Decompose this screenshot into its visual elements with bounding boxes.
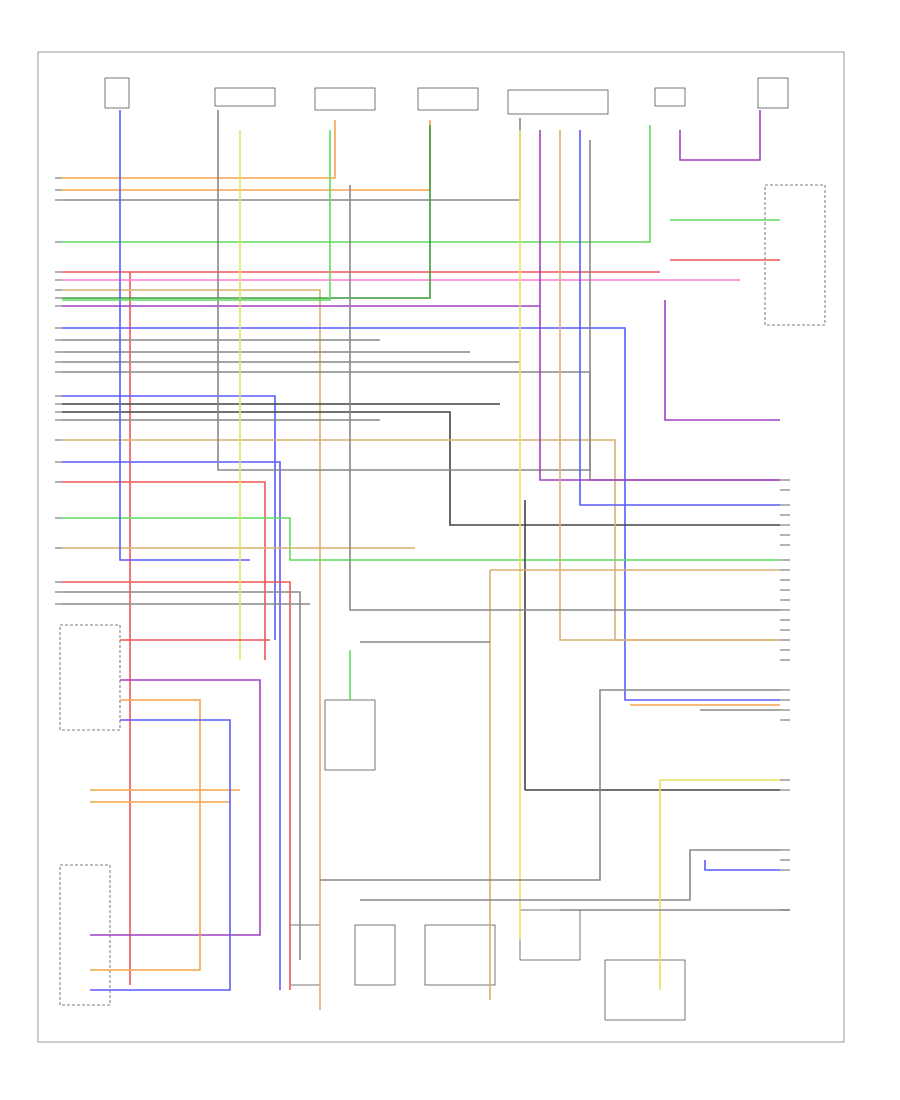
- wire-15: [62, 395, 276, 640]
- wire-46: [360, 849, 780, 901]
- top-connector-3: [314, 87, 376, 111]
- wire-24: [62, 581, 291, 990]
- top-connector-1: [104, 77, 130, 109]
- wire-5: [62, 271, 660, 985]
- wires-layer: [62, 110, 790, 1010]
- wire-27: [119, 110, 250, 561]
- wire-22: [62, 517, 780, 561]
- diagram-border: [37, 51, 845, 1043]
- wire-1: [62, 120, 336, 179]
- wire-3: [62, 118, 521, 201]
- bottom-connector-3: [424, 924, 496, 986]
- wire-25: [62, 591, 301, 960]
- wire-47: [659, 779, 780, 990]
- top-connector-4: [417, 87, 479, 111]
- top-connector-7: [757, 77, 789, 109]
- wire-14: [62, 371, 780, 481]
- wire-37: [679, 110, 761, 161]
- wire-48: [704, 860, 780, 871]
- wire-51: [90, 679, 261, 936]
- wire-20: [62, 461, 281, 990]
- wire-53: [90, 719, 231, 991]
- wire-45: [320, 689, 780, 881]
- wire-17: [62, 411, 780, 526]
- bottom-connector-2: [354, 924, 396, 986]
- top-connector-5: [507, 89, 609, 115]
- wire-4: [62, 125, 651, 243]
- bottom-switch-module: [604, 959, 686, 1021]
- wire-52: [90, 699, 201, 971]
- wire-36: [579, 130, 780, 506]
- top-connector-2: [214, 87, 276, 107]
- bottom-connector-1: [289, 924, 321, 986]
- center-module: [324, 699, 376, 771]
- wire-28: [217, 110, 591, 471]
- pin-ticks: [55, 177, 790, 911]
- wire-33: [539, 130, 780, 481]
- wire-10: [62, 327, 780, 701]
- wire-44: [349, 185, 780, 611]
- wire-34: [559, 130, 780, 641]
- top-connector-6: [654, 87, 686, 107]
- wire-41: [524, 500, 780, 791]
- right-module: [764, 184, 826, 326]
- wire-40: [664, 300, 780, 421]
- left-module: [59, 624, 121, 731]
- wire-7: [62, 289, 321, 1010]
- bottom-connector-4: [519, 909, 581, 961]
- wire-32: [62, 130, 331, 301]
- wire-21: [62, 481, 266, 660]
- wire-2: [62, 120, 431, 191]
- wire-8: [62, 125, 431, 299]
